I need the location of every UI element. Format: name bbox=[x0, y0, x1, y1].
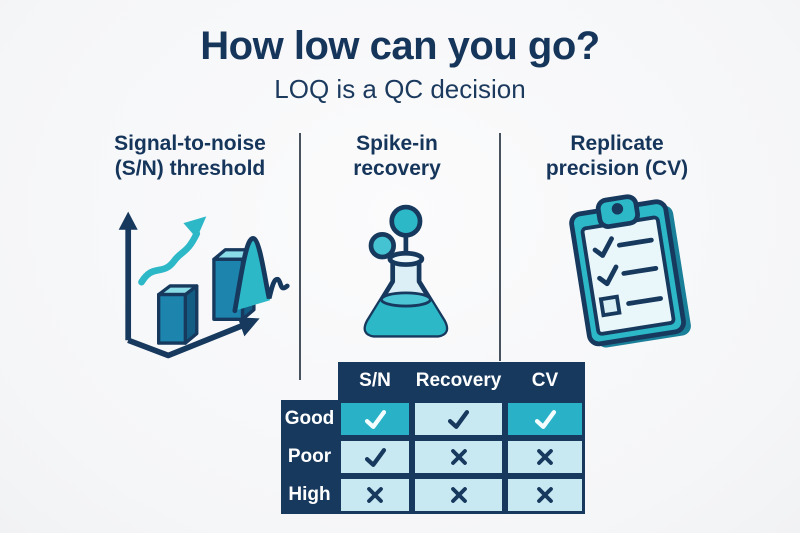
table-cell-poor-cv-cross bbox=[505, 438, 585, 476]
bar-chart-icon bbox=[118, 211, 290, 359]
table-cell-high-cv-cross bbox=[505, 476, 585, 514]
table-cell-poor-sn-check bbox=[338, 438, 412, 476]
table-cell-high-recovery-cross bbox=[412, 476, 505, 514]
table-cell-good-recovery-check bbox=[412, 400, 505, 438]
table-header-row: S/N Recovery CV bbox=[338, 362, 585, 400]
column-header-replicate-precision: Replicate precision (CV) bbox=[545, 132, 689, 181]
table-grid bbox=[338, 400, 585, 514]
table-cell-good-sn-check bbox=[338, 400, 412, 438]
table-col-header-recovery: Recovery bbox=[415, 370, 502, 391]
table-row-header-high: High bbox=[288, 484, 331, 505]
column-divider-left bbox=[299, 133, 301, 380]
column-header-spike-in-recovery: Spike-in recovery bbox=[353, 132, 441, 181]
table-cell-high-sn-cross bbox=[338, 476, 412, 514]
table-cell-good-cv-check bbox=[505, 400, 585, 438]
column-header-signal-to-noise: Signal-to-noise (S/N) threshold bbox=[114, 132, 266, 181]
table-row-header-good: Good bbox=[284, 408, 335, 429]
column-divider-right bbox=[499, 133, 501, 361]
table-col-header-cv: CV bbox=[531, 370, 559, 391]
page-title: How low can you go? bbox=[200, 24, 600, 68]
table-col-header-sn: S/N bbox=[359, 370, 391, 391]
page-subtitle: LOQ is a QC decision bbox=[274, 74, 526, 104]
flask-icon bbox=[363, 204, 449, 338]
clipboard-icon bbox=[569, 194, 691, 348]
table-row-header-poor: Poor bbox=[287, 446, 332, 467]
table-cell-poor-recovery-cross bbox=[412, 438, 505, 476]
